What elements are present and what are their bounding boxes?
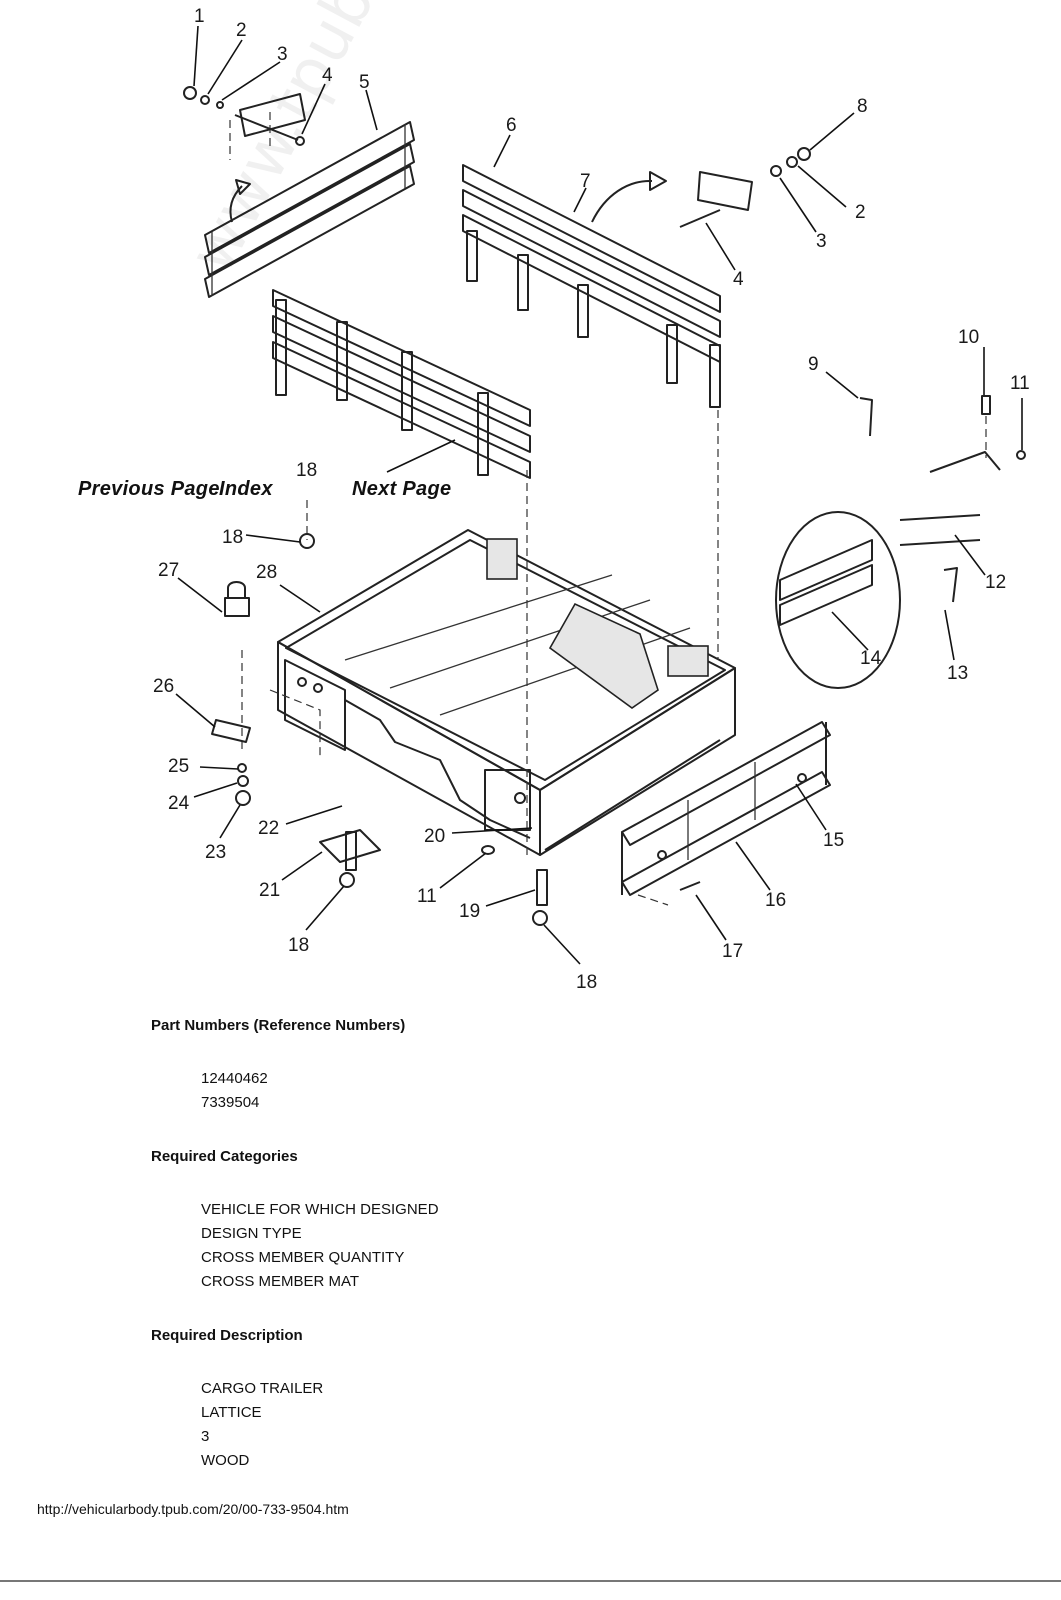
callout-25: 25 (168, 756, 189, 777)
exploded-parts-diagram: 1 2 3 4 5 6 7 8 2 3 4 9 10 11 12 13 14 1… (153, 6, 1030, 993)
callout-5: 5 (359, 72, 370, 93)
callout-8: 8 (857, 96, 868, 117)
side-rail-corner (929, 451, 1001, 473)
pin-9 (859, 397, 873, 437)
callout-24: 24 (168, 793, 190, 814)
callout-9: 9 (808, 354, 819, 375)
callout-16: 16 (765, 890, 786, 911)
callout-3b: 3 (816, 231, 827, 252)
part-numbers-list: 12440462 7339504 (201, 1067, 268, 1115)
callout-22: 22 (258, 818, 279, 839)
list-item: VEHICLE FOR WHICH DESIGNED (201, 1201, 439, 1218)
trailer-body (277, 529, 736, 856)
footer-url: http://vehicularbody.tpub.com/20/00-733-… (37, 1501, 349, 1517)
callout-23: 23 (205, 842, 226, 863)
list-item: CARGO TRAILER (201, 1380, 324, 1397)
callout-18a: 18 (222, 527, 243, 548)
callout-20: 20 (424, 826, 445, 847)
callout-27: 27 (158, 560, 179, 581)
required-categories-heading: Required Categories (151, 1148, 298, 1165)
callout-7: 7 (580, 171, 591, 192)
rear-rack (272, 289, 531, 479)
previous-page-link[interactable]: Previous Page (78, 478, 220, 500)
callout-12: 12 (985, 572, 1006, 593)
callout-10: 10 (958, 327, 979, 348)
leader-lines (175, 25, 1023, 965)
callout-2: 2 (236, 20, 247, 41)
callout-numbers: 1 2 3 4 5 6 7 8 2 3 4 9 10 11 12 13 14 1… (153, 6, 1030, 993)
pin-10 (981, 395, 991, 415)
left-side-rack (204, 121, 415, 298)
callout-17: 17 (722, 941, 743, 962)
tailgate (544, 721, 831, 906)
callout-19: 19 (459, 901, 480, 922)
required-description-list: CARGO TRAILER LATTICE 3 WOOD (201, 1377, 323, 1473)
index-link[interactable]: Index (219, 478, 273, 500)
bottom-divider (0, 1580, 1061, 1582)
callout-6: 6 (506, 115, 517, 136)
callout-3: 3 (277, 44, 288, 65)
callout-14: 14 (860, 648, 882, 669)
part-numbers-heading: Part Numbers (Reference Numbers) (151, 1017, 406, 1034)
callout-1: 1 (194, 6, 205, 27)
callout-11b: 11 (417, 886, 437, 907)
callout-18d: 18 (296, 460, 317, 481)
callout-18c: 18 (576, 972, 597, 993)
list-item: 12440462 (201, 1070, 268, 1087)
list-item: DESIGN TYPE (201, 1225, 302, 1242)
list-item: WOOD (201, 1452, 250, 1469)
required-description-heading: Required Description (151, 1327, 303, 1344)
callout-15: 15 (823, 830, 844, 851)
front-rack (462, 164, 721, 408)
top-right-bracket (679, 147, 811, 228)
callout-18b: 18 (288, 935, 309, 956)
required-categories-list: VEHICLE FOR WHICH DESIGNED DESIGN TYPE C… (201, 1198, 439, 1294)
list-item: 7339504 (201, 1094, 260, 1111)
list-item: LATTICE (201, 1404, 262, 1421)
callout-4: 4 (322, 65, 333, 86)
list-item: CROSS MEMBER QUANTITY (201, 1249, 405, 1266)
callout-2b: 2 (855, 202, 866, 223)
next-page-link[interactable]: Next Page (352, 478, 452, 500)
callout-13: 13 (947, 663, 968, 684)
hardware-left (211, 533, 548, 926)
callout-4b: 4 (733, 269, 744, 290)
callout-28: 28 (256, 562, 277, 583)
callout-11: 11 (1010, 373, 1030, 394)
callout-26: 26 (153, 676, 174, 697)
list-item: 3 (201, 1428, 210, 1445)
list-item: CROSS MEMBER MAT (201, 1273, 360, 1290)
top-left-bracket (183, 86, 306, 160)
detail-inset (775, 511, 981, 689)
callout-21: 21 (259, 880, 280, 901)
